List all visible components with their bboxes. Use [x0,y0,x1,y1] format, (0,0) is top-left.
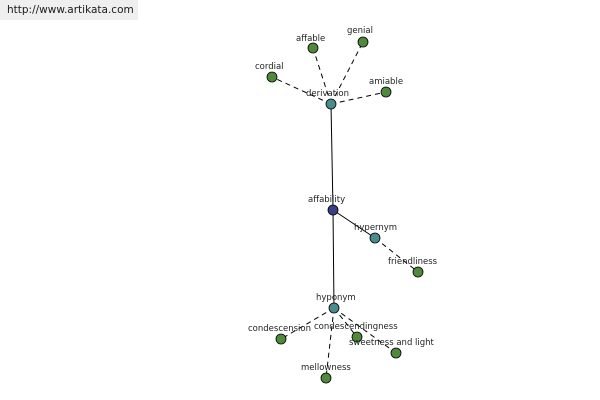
node-cordial[interactable] [266,71,278,83]
node-hyponym[interactable] [328,302,340,314]
label-affable[interactable]: affable [296,34,325,44]
edge-derivation-genial [330,41,364,105]
node-amiable[interactable] [380,86,392,98]
label-condescendingness[interactable]: condescendingness [314,322,398,332]
node-friendliness[interactable] [412,266,424,278]
label-mellowness[interactable]: mellowness [301,363,351,373]
node-genial[interactable] [357,36,369,48]
site-url-text[interactable]: http://www.artikata.com [7,4,134,16]
site-url-banner[interactable]: http://www.artikata.com [0,0,138,20]
node-condescendingness[interactable] [351,331,363,343]
label-genial[interactable]: genial [347,26,373,36]
edges-layer [271,41,419,379]
label-hyponym[interactable]: hyponym [316,293,356,303]
edge-hyponym-mellowness [325,307,335,379]
edge-derivation-affable [312,47,332,105]
nodes-layer [266,36,424,384]
node-mellowness[interactable] [320,372,332,384]
labels-layer: affability derivation hypernym hyponym affab… [248,26,438,373]
edge-derivation-amiable [330,91,387,105]
label-friendliness[interactable]: friendliness [388,257,438,267]
edge-hyponym-sweetness-and-light [333,307,397,354]
label-affability[interactable]: affability [308,195,345,205]
label-hypernym[interactable]: hypernym [354,223,397,233]
label-sweetness-and-light[interactable]: sweetness and light [349,338,435,348]
label-derivation[interactable]: derivation [306,89,349,99]
edge-affability-derivation [330,103,334,211]
edge-affability-hyponym [332,209,335,309]
node-hypernym[interactable] [369,232,381,244]
node-condescension[interactable] [275,333,287,345]
node-affable[interactable] [307,42,319,54]
edge-derivation-cordial [271,76,332,105]
label-condescension[interactable]: condescension [248,324,311,334]
node-derivation[interactable] [325,98,337,110]
edge-affability-hypernym [332,209,376,239]
node-affability[interactable] [327,204,339,216]
edge-hyponym-condescension [280,307,335,340]
node-sweetness-and-light[interactable] [390,347,402,359]
edge-hypernym-friendliness [374,237,419,273]
edge-hyponym-condescendingness [333,307,358,338]
label-cordial[interactable]: cordial [255,62,284,72]
label-amiable[interactable]: amiable [369,77,403,87]
